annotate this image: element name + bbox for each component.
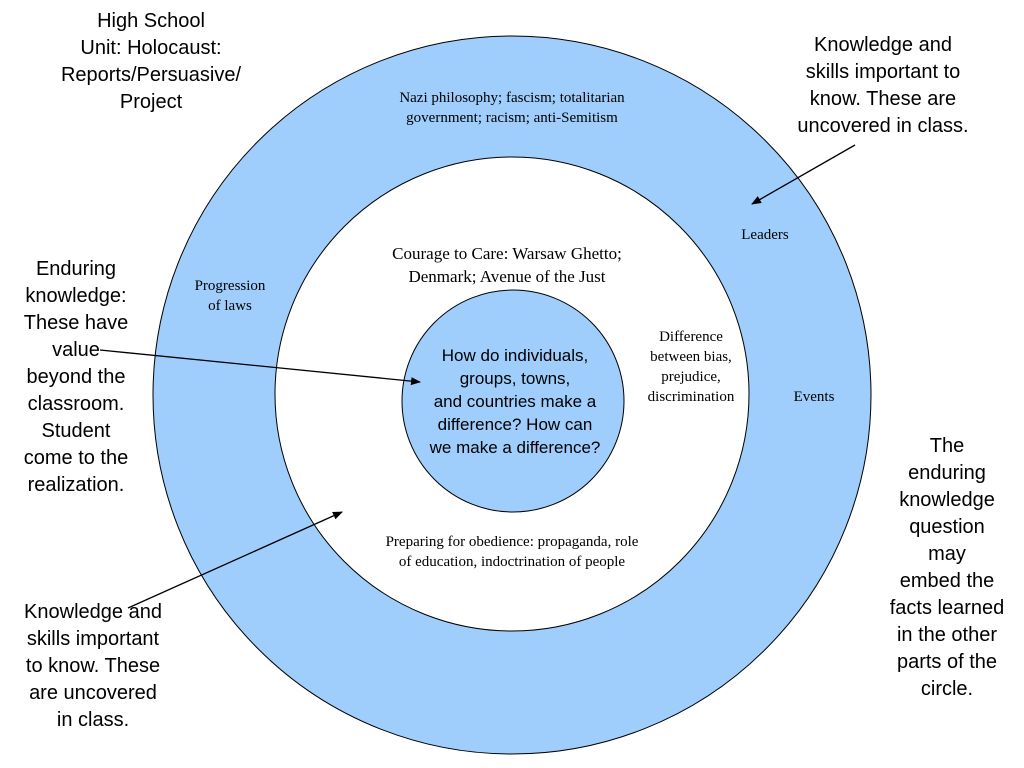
- arrow-left: [99, 349, 421, 386]
- outer-ring-left-text: Progression of laws: [194, 278, 266, 314]
- middle-ring-right-text: Difference between bias, prejudice, disc…: [647, 329, 735, 405]
- unit-title: High School Unit: Holocaust: Reports/Per…: [60, 10, 242, 113]
- annotation-enduring-knowledge: Enduring knowledge: These have value bey…: [23, 258, 129, 496]
- arrow-top-right: [751, 144, 856, 205]
- outer-ring-top-text: Nazi philosophy; fascism; totalitarian g…: [399, 90, 625, 126]
- middle-ring-bottom-text: Preparing for obedience: propaganda, rol…: [385, 534, 639, 570]
- annotation-right: The enduring knowledge question may embe…: [889, 435, 1005, 700]
- outer-ring-leaders: Leaders: [741, 227, 789, 243]
- arrow-bottom-left: [127, 511, 343, 609]
- annotation-top-right: Knowledge and skills important to know. …: [797, 34, 969, 137]
- annotation-bottom-left: Knowledge and skills important to know. …: [24, 601, 162, 731]
- outer-ring-events: Events: [793, 389, 835, 405]
- center-question: How do individuals, groups, towns, and c…: [429, 346, 601, 457]
- inner-circle: [401, 289, 625, 513]
- middle-ring-top-text: Courage to Care: Warsaw Ghetto; Denmark;…: [392, 244, 622, 286]
